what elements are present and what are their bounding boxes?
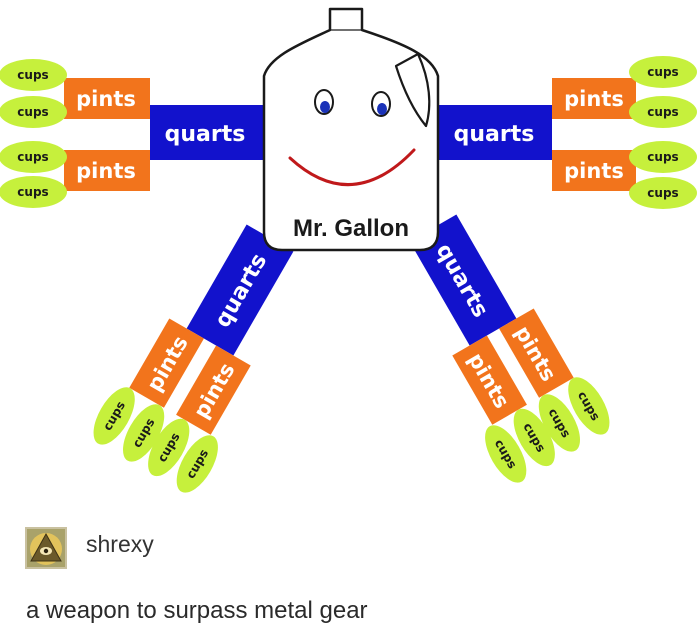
cup-br-1 (568, 377, 610, 435)
quart-bl-box (186, 224, 294, 356)
jug-body (262, 7, 440, 252)
cup-right-3 (629, 141, 697, 173)
avatar[interactable] (25, 527, 67, 569)
cup-left-3 (0, 141, 67, 173)
cup-right-1 (629, 56, 697, 88)
mr-gallon-jug: Mr. Gallon (262, 7, 440, 252)
username[interactable]: shrexy (86, 531, 154, 557)
right-eye-icon (371, 91, 391, 117)
cup-right-2 (629, 96, 697, 128)
jug-handle (394, 52, 431, 128)
cup-br-3 (513, 408, 555, 467)
pint-right-top-box (552, 78, 636, 119)
cup-left-1-label: cups (17, 68, 48, 82)
post-footer: shrexy a weapon to surpass metal gear (0, 510, 700, 634)
cup-left-2-label: cups (17, 105, 48, 119)
cup-right-1-label: cups (647, 65, 678, 79)
pint-left-top-label: pints (76, 87, 136, 111)
gallon-diagram: quarts pints pints cups cups cups cups q… (0, 7, 697, 493)
cup-left-1 (0, 59, 67, 91)
pint-right-top-label: pints (564, 87, 624, 111)
cup-bl-3 (148, 418, 190, 477)
smile (288, 148, 416, 187)
quart-left-box (150, 105, 264, 160)
pint-left-bottom-label: pints (76, 159, 136, 183)
pint-left-bottom-box (64, 150, 150, 191)
cup-right-4-label: cups (647, 186, 678, 200)
cup-left-4 (0, 176, 67, 208)
left-arm: quarts pints pints cups cups cups cups (0, 59, 264, 208)
cup-bl-1 (93, 387, 135, 445)
quart-right-label: quarts (454, 122, 535, 147)
pint-right-bottom-box (552, 150, 636, 191)
cup-bl-4 (176, 435, 218, 493)
quart-left-label: quarts (165, 122, 246, 147)
quart-right-box (432, 105, 552, 160)
cup-left-2 (0, 96, 67, 128)
illuminati-pyramid-icon (27, 529, 65, 567)
pint-right-bottom-label: pints (564, 159, 624, 183)
quart-br-box (409, 214, 517, 346)
right-arm: quarts pints pints cups cups cups cups (432, 56, 697, 209)
cup-left-4-label: cups (17, 185, 48, 199)
cup-left-3-label: cups (17, 150, 48, 164)
cup-right-2-label: cups (647, 105, 678, 119)
cup-br-2 (538, 394, 581, 452)
cup-br-4 (485, 425, 527, 483)
gallon-label: Mr. Gallon (293, 215, 409, 242)
left-eye-icon (314, 89, 334, 115)
post-caption: a weapon to surpass metal gear (26, 597, 368, 624)
bottom-left-leg: quarts pints pints cups cups cups cups (93, 224, 294, 493)
pint-bl-1-box (129, 318, 204, 408)
bottom-right-leg: quarts pints pints cups cups cups cups (409, 214, 610, 483)
cup-right-4 (629, 177, 697, 209)
cup-bl-2 (122, 404, 165, 462)
pint-br-1-box (499, 308, 574, 398)
cup-right-3-label: cups (647, 150, 678, 164)
pint-left-top-box (64, 78, 150, 119)
pint-bl-2-box (176, 345, 251, 435)
pint-br-2-box (452, 335, 527, 425)
